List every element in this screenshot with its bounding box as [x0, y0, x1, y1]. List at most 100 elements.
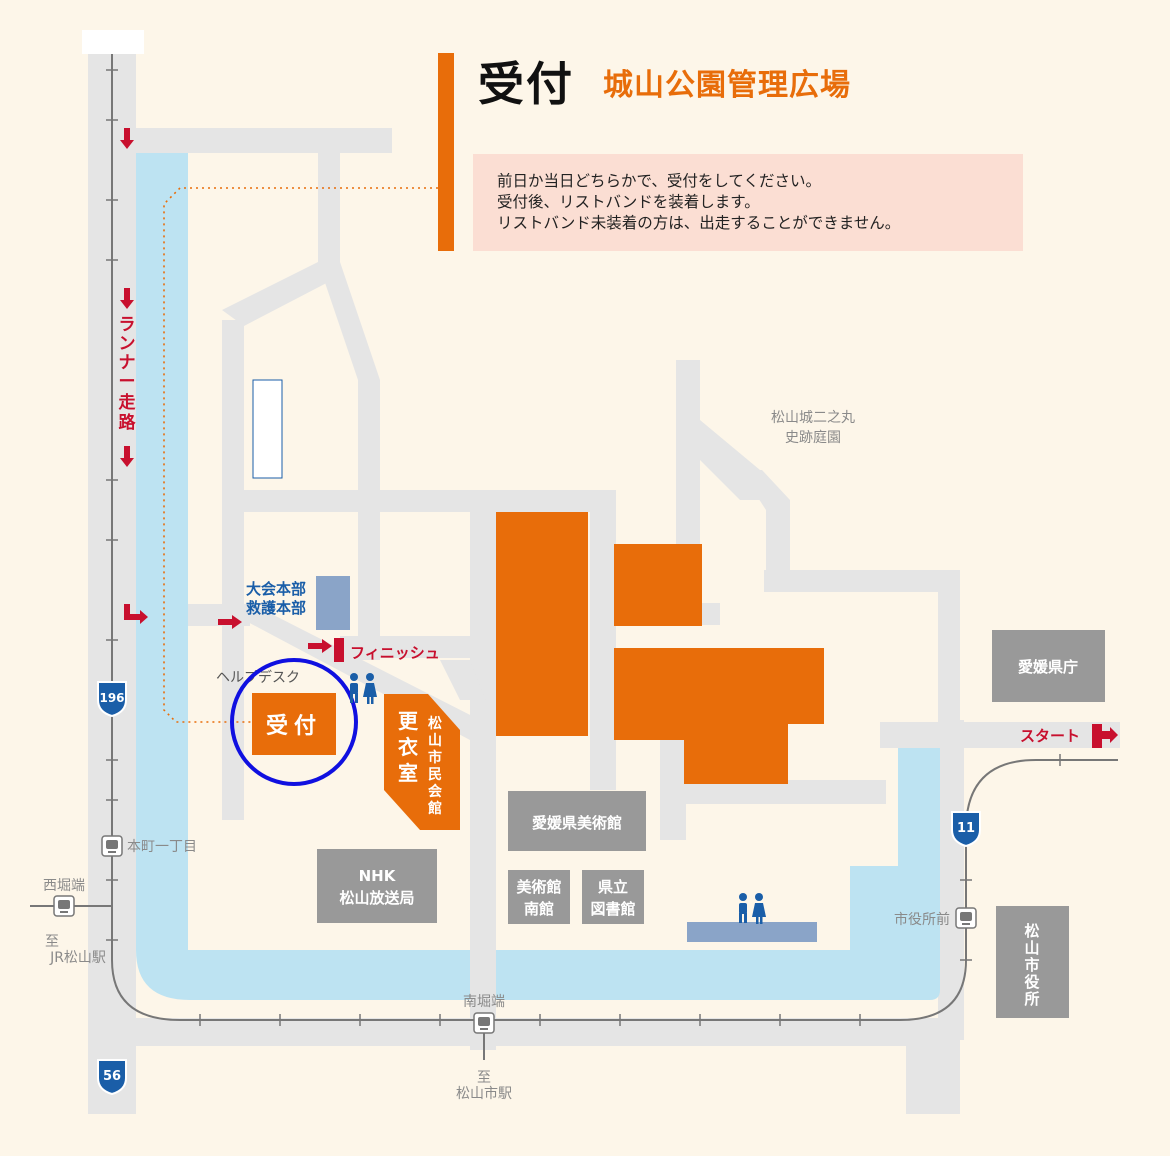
route-shield-icon: 196 — [97, 681, 127, 718]
page-subtitle: 城山公園管理広場 — [603, 68, 851, 103]
city-hall-char: 松 — [1024, 922, 1039, 940]
hq-label-2: 救護本部 — [246, 599, 306, 617]
notice-line: 前日か当日どちらかで、受付をしてください。 — [497, 172, 821, 190]
museum-south-label-1: 美術館 — [516, 878, 561, 896]
angled-road — [676, 420, 760, 500]
museum-south-label-2: 南館 — [524, 900, 554, 918]
prefectural-office — [992, 630, 1105, 702]
runner-path-char: ー — [119, 372, 136, 392]
angled-road — [318, 262, 380, 380]
runner-path-char: ン — [119, 334, 136, 354]
civic-hall-char: 民 — [428, 767, 442, 783]
down-arrow-icon — [120, 446, 134, 467]
header-accent-bar — [438, 53, 454, 251]
station-shiyakusho-label: 市役所前 — [894, 911, 950, 928]
reception-pointer — [163, 187, 438, 723]
civic-hall-char: 館 — [427, 800, 442, 817]
to-city-label-1: 至 — [477, 1070, 491, 1086]
reception-label: 受付 — [266, 713, 322, 739]
turn-arrow-icon — [124, 604, 148, 624]
notice-line: リストバンド未装着の方は、出走することができません。 — [497, 214, 901, 232]
route-shield-icon: 11 — [951, 811, 981, 848]
orange-building-main — [614, 648, 824, 784]
art-museum — [508, 791, 646, 851]
moat — [136, 153, 470, 1000]
to-city-label-2: 松山市駅 — [456, 1085, 512, 1102]
angled-road — [440, 660, 486, 700]
angled-road — [740, 470, 790, 590]
changing-room-label: 更 衣 室 — [398, 709, 419, 785]
moat — [496, 748, 940, 1000]
garden-label-1: 松山城二之丸 — [771, 410, 855, 426]
city-hall-char: 所 — [1024, 990, 1039, 1008]
nhk-building — [317, 849, 437, 923]
reception-highlight-circle — [230, 658, 358, 786]
nhk-label-2: 松山放送局 — [339, 889, 414, 907]
right-arrow-icon — [308, 639, 332, 653]
museum-south — [508, 870, 570, 924]
route-56-label: 56 — [103, 1069, 121, 1084]
civic-hall-char: 松 — [428, 715, 442, 732]
route-11-label: 11 — [957, 821, 975, 836]
civic-hall-char: 市 — [428, 749, 442, 766]
plaza-area — [687, 922, 817, 942]
down-arrow-icon — [120, 128, 134, 149]
orange-building-large — [496, 512, 588, 736]
restroom-icon — [739, 893, 766, 924]
page-title: 受付 — [478, 57, 574, 111]
orange-building-top — [614, 544, 702, 626]
train-station-icon — [473, 1012, 495, 1034]
nhk-label-1: NHK — [359, 867, 397, 885]
train-station-icon — [101, 835, 123, 857]
to-jr-label-2: JR松山駅 — [49, 950, 106, 966]
finish-flag-icon — [334, 638, 344, 662]
changing-room-char: 更 — [398, 709, 419, 733]
notice-box: 前日か当日どちらかで、受付をしてください。 受付後、リストバンドを装着します。 … — [473, 154, 1023, 251]
finish-label: フィニッシュ — [350, 644, 440, 662]
prefectural-library — [582, 870, 644, 924]
runner-path-char: ラ — [119, 315, 136, 335]
city-hall — [996, 906, 1069, 1018]
right-arrow-icon — [218, 615, 242, 629]
restroom-icon — [350, 673, 377, 704]
art-museum-label: 愛媛県美術館 — [532, 814, 622, 832]
prefectural-office-label: 愛媛県庁 — [1018, 658, 1078, 676]
city-hall-char: 市 — [1024, 956, 1039, 974]
station-honmachi-label: 本町一丁目 — [127, 839, 197, 855]
station-nishibori-label: 西堀端 — [43, 878, 85, 894]
route-196-label: 196 — [99, 691, 124, 705]
civic-hall-char: 会 — [428, 783, 443, 800]
route-shield-icon: 56 — [97, 1059, 127, 1096]
changing-room-building — [384, 694, 460, 830]
library-label-1: 県立 — [598, 878, 628, 896]
start-flag-icon — [1092, 724, 1118, 748]
outlined-area — [252, 379, 283, 479]
runner-path-char: ナ — [119, 353, 136, 373]
civic-hall-char: 山 — [428, 733, 442, 749]
down-arrow-icon — [120, 288, 134, 309]
city-hall-char: 山 — [1024, 939, 1039, 957]
garden-label-2: 史跡庭園 — [785, 429, 841, 446]
station-minamibori-label: 南堀端 — [463, 994, 505, 1010]
start-label: スタート — [1020, 727, 1080, 745]
civic-hall-label: 松 山 市 民 会 館 — [427, 715, 443, 817]
hq-building — [316, 576, 350, 630]
city-hall-label: 松 山 市 役 所 — [1024, 922, 1039, 1008]
angled-road — [222, 262, 340, 326]
notice-line: 受付後、リストバンドを装着します。 — [497, 193, 760, 211]
helpdesk-label: ヘルプデスク — [216, 669, 300, 686]
runner-path-label: ラ ン ナ ー 走 路 — [119, 315, 137, 433]
runner-path-char: 走 — [119, 392, 136, 413]
to-jr-label-1: 至 — [45, 934, 59, 950]
train-station-icon — [955, 907, 977, 929]
library-label-2: 図書館 — [590, 900, 635, 918]
runner-path-arrows — [120, 128, 332, 653]
hq-label-1: 大会本部 — [246, 580, 306, 598]
changing-room-char: 室 — [398, 761, 418, 785]
reception-building — [252, 693, 336, 755]
changing-room-char: 衣 — [398, 735, 418, 759]
tram-ties — [106, 69, 1061, 1026]
runner-path-char: 路 — [119, 412, 137, 433]
train-station-icon — [53, 895, 75, 917]
city-hall-char: 役 — [1024, 973, 1039, 991]
